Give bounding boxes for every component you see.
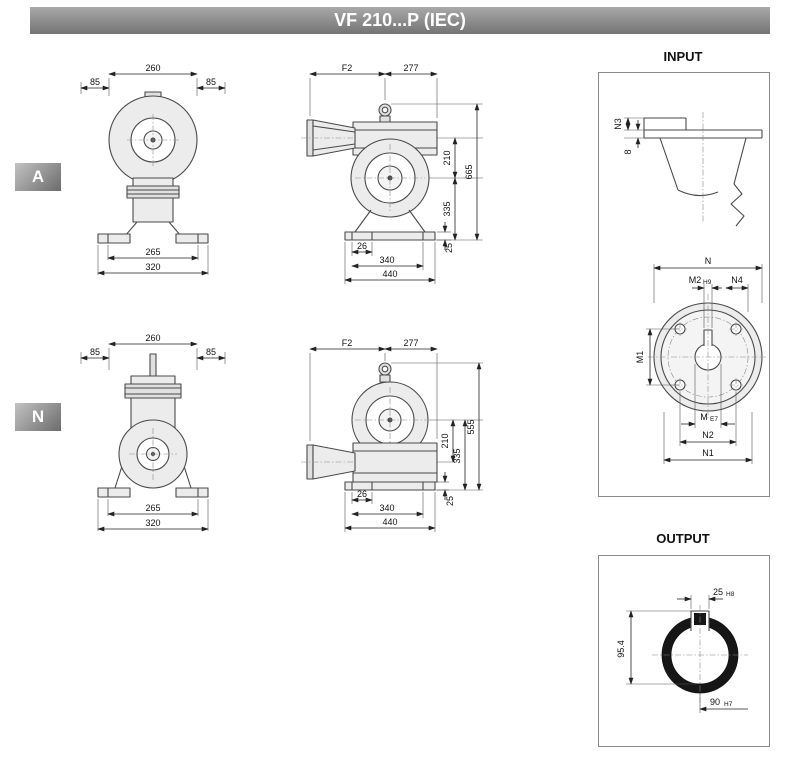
dim-260: 260 bbox=[145, 333, 160, 343]
dim-m1: M1 bbox=[635, 351, 645, 364]
dim-320: 320 bbox=[145, 262, 160, 272]
dim-n3: N3 bbox=[613, 118, 623, 130]
dim-m2: M2 bbox=[689, 275, 702, 285]
dim-8: 8 bbox=[623, 149, 633, 154]
dim-keyway-tolerance: H8 bbox=[726, 591, 735, 598]
n-front-view-drawing: 260 85 85 265 320 bbox=[80, 333, 226, 532]
dim-440: 440 bbox=[382, 269, 397, 279]
page-title: VF 210...P (IEC) bbox=[30, 7, 770, 34]
dim-85-left: 85 bbox=[90, 77, 100, 87]
dim-26: 26 bbox=[357, 241, 367, 251]
input-detail-drawing: N3 8 bbox=[613, 112, 766, 464]
a-side-dimension-lines bbox=[309, 71, 483, 284]
output-panel-box bbox=[598, 555, 770, 747]
n-side-dimension-lines bbox=[309, 346, 483, 532]
output-shaft-dims bbox=[626, 595, 748, 713]
dim-bore-90: 90 bbox=[710, 697, 720, 707]
input-flange-face-dims bbox=[646, 264, 763, 464]
dim-335: 335 bbox=[452, 448, 462, 463]
dim-n1: N1 bbox=[702, 448, 714, 458]
a-side-part bbox=[301, 103, 438, 241]
a-front-part bbox=[97, 91, 209, 244]
dim-260: 260 bbox=[145, 63, 160, 73]
dim-210: 210 bbox=[442, 150, 452, 165]
dim-m: M bbox=[700, 412, 708, 422]
dim-320: 320 bbox=[145, 518, 160, 528]
dim-f2: F2 bbox=[342, 63, 353, 73]
dim-340: 340 bbox=[379, 503, 394, 513]
a-side-view-drawing: F2 277 210 335 665 26 340 440 25 bbox=[301, 63, 483, 284]
output-shaft-section bbox=[652, 605, 748, 707]
dim-m-tolerance: E7 bbox=[710, 416, 718, 423]
dim-25: 25 bbox=[445, 496, 455, 506]
dim-keyway-25: 25 bbox=[713, 587, 723, 597]
dim-665: 665 bbox=[464, 164, 474, 179]
dim-265: 265 bbox=[145, 503, 160, 513]
n-side-part bbox=[301, 362, 438, 491]
dim-bore-tolerance: H7 bbox=[724, 701, 733, 708]
a-front-dimension-lines bbox=[80, 71, 226, 276]
dim-85-right: 85 bbox=[206, 347, 216, 357]
dim-n2: N2 bbox=[702, 430, 714, 440]
input-panel-box bbox=[598, 72, 770, 497]
dim-85-right: 85 bbox=[206, 77, 216, 87]
input-panel-label: INPUT bbox=[663, 49, 703, 64]
dim-f2: F2 bbox=[342, 338, 353, 348]
dim-555: 555 bbox=[466, 419, 476, 434]
dim-265: 265 bbox=[145, 247, 160, 257]
output-panel-label: OUTPUT bbox=[656, 531, 710, 546]
dim-n4: N4 bbox=[731, 275, 743, 285]
n-front-dimension-lines bbox=[80, 341, 226, 532]
dim-210: 210 bbox=[440, 433, 450, 448]
mount-badge-a: A bbox=[15, 163, 61, 191]
mount-badge-n: N bbox=[15, 403, 61, 431]
dim-440: 440 bbox=[382, 517, 397, 527]
output-detail-drawing: 25 H8 95.4 90 H7 bbox=[616, 587, 748, 713]
dim-340: 340 bbox=[379, 255, 394, 265]
dim-95-4: 95.4 bbox=[616, 640, 626, 658]
input-flange-face bbox=[648, 294, 766, 420]
dim-277: 277 bbox=[403, 63, 418, 73]
dim-m2-tolerance: H9 bbox=[703, 279, 712, 286]
dim-26: 26 bbox=[357, 489, 367, 499]
n-front-part bbox=[97, 353, 209, 498]
dim-25: 25 bbox=[444, 243, 454, 253]
dim-85-left: 85 bbox=[90, 347, 100, 357]
input-flange-section-dims bbox=[624, 117, 644, 148]
dim-277: 277 bbox=[403, 338, 418, 348]
a-front-view-drawing: 260 85 85 265 320 bbox=[80, 63, 226, 276]
dim-n: N bbox=[705, 256, 712, 266]
input-flange-section bbox=[643, 112, 763, 227]
n-side-view-drawing: F2 277 210 335 555 26 340 440 25 bbox=[301, 338, 483, 532]
dim-335: 335 bbox=[442, 201, 452, 216]
